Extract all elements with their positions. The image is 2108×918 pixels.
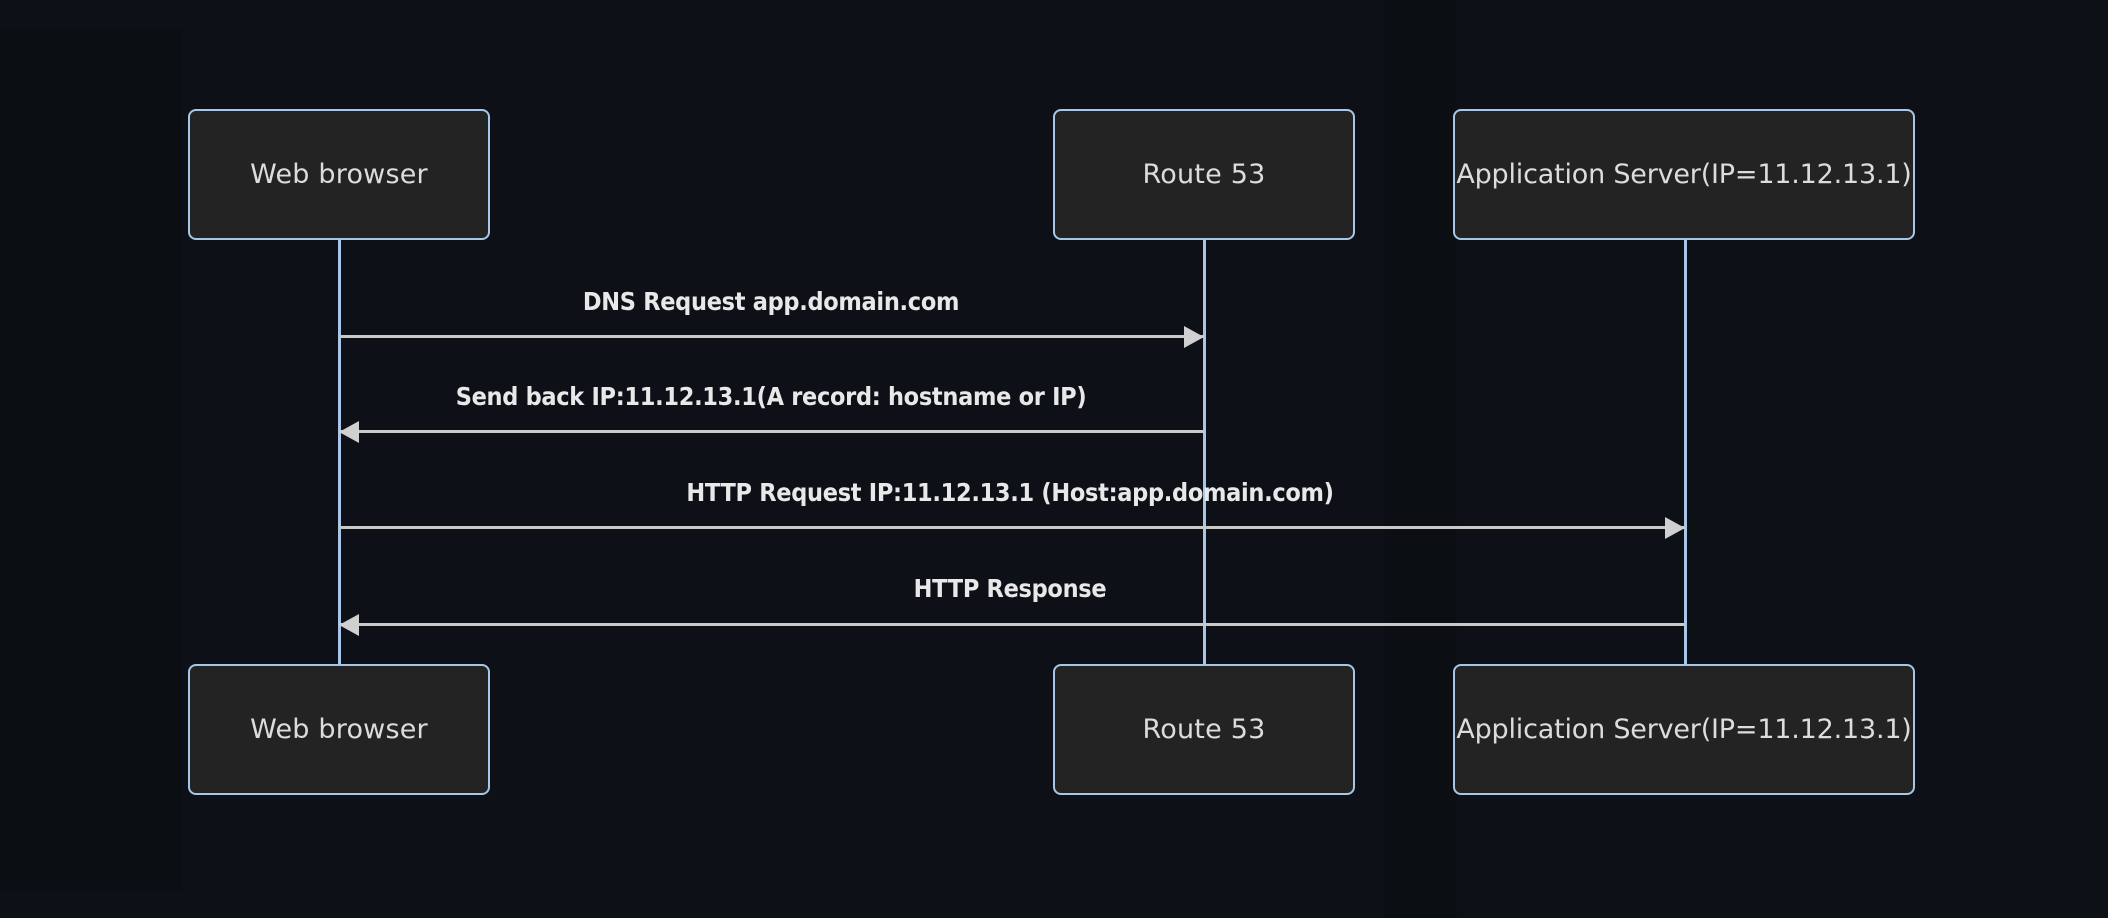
- participant-label-browser-bottom: Web browser: [250, 714, 428, 745]
- message-label-http-request: HTTP Request IP:11.12.13.1 (Host:app.dom…: [686, 478, 1334, 507]
- participant-label-appserver-bottom: Application Server(IP=11.12.13.1): [1456, 714, 1912, 745]
- message-label-dns-response: Send back IP:11.12.13.1(A record: hostna…: [455, 382, 1087, 411]
- participant-box-browser-bottom[interactable]: Web browser: [188, 664, 490, 795]
- message-line-http-response: [339, 623, 1685, 626]
- message-line-dns-request: [339, 335, 1204, 338]
- background-band-center: [1385, 0, 1457, 918]
- lifeline-appserver: [1684, 240, 1687, 664]
- arrowhead-http-request: [1665, 517, 1685, 539]
- participant-box-route53-top[interactable]: Route 53: [1053, 109, 1355, 240]
- arrowhead-dns-request: [1184, 326, 1204, 348]
- message-label-http-response: HTTP Response: [913, 574, 1107, 603]
- participant-box-route53-bottom[interactable]: Route 53: [1053, 664, 1355, 795]
- lifeline-browser: [338, 240, 341, 664]
- participant-label-browser-top: Web browser: [250, 159, 428, 190]
- message-label-dns-request: DNS Request app.domain.com: [582, 287, 960, 316]
- participant-box-appserver-top[interactable]: Application Server(IP=11.12.13.1): [1453, 109, 1915, 240]
- arrowhead-http-response: [339, 614, 359, 636]
- participant-label-appserver-top: Application Server(IP=11.12.13.1): [1456, 159, 1912, 190]
- background-band-left: [0, 30, 182, 890]
- lifeline-route53: [1203, 240, 1206, 664]
- message-line-dns-response: [339, 430, 1204, 433]
- arrowhead-dns-response: [339, 421, 359, 443]
- participant-label-route53-top: Route 53: [1142, 159, 1266, 190]
- participant-box-appserver-bottom[interactable]: Application Server(IP=11.12.13.1): [1453, 664, 1915, 795]
- participant-label-route53-bottom: Route 53: [1142, 714, 1266, 745]
- message-line-http-request: [339, 526, 1685, 529]
- participant-box-browser-top[interactable]: Web browser: [188, 109, 490, 240]
